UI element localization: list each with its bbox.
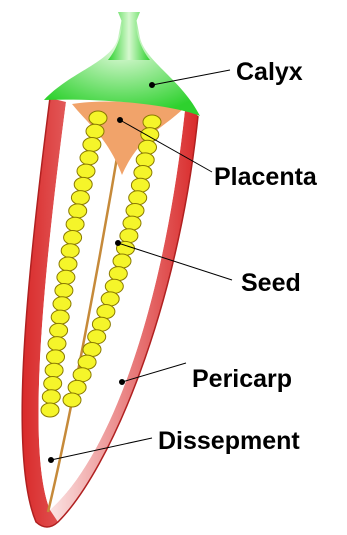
seed (109, 267, 127, 281)
seed (86, 124, 104, 138)
seed (129, 191, 147, 205)
seed (44, 377, 62, 391)
seed (47, 350, 65, 364)
seed (80, 151, 98, 165)
seed (63, 393, 81, 407)
seed (113, 254, 131, 268)
seed (74, 177, 92, 191)
seed (77, 164, 95, 178)
seed (53, 297, 71, 311)
pericarp-label: Pericarp (192, 367, 292, 392)
seed (51, 310, 69, 324)
dissepment-leader-dot (49, 458, 54, 463)
seed (66, 217, 84, 231)
seed (88, 330, 106, 344)
dissepment-label: Dissepment (158, 429, 300, 454)
seed (105, 279, 123, 293)
seed (68, 380, 86, 394)
seed (78, 355, 96, 369)
seed (57, 270, 75, 284)
seed (101, 292, 119, 306)
seed (69, 204, 87, 218)
seed (123, 216, 141, 230)
seed (42, 390, 60, 404)
calyx-leader-dot (150, 83, 155, 88)
seed (83, 343, 101, 357)
seed (143, 115, 161, 129)
pericarp-leader-dot (120, 380, 125, 385)
seed (50, 323, 68, 337)
placenta-leader-dot (118, 118, 123, 123)
seed (48, 337, 66, 351)
seed (134, 166, 152, 180)
seed (59, 257, 77, 271)
seed (92, 317, 110, 331)
seed (83, 138, 101, 152)
seed (136, 153, 154, 167)
placenta-label: Placenta (214, 165, 317, 190)
seed (64, 231, 82, 245)
seed (55, 284, 73, 298)
seed (61, 244, 79, 258)
seed (141, 128, 159, 142)
calyx-stem (108, 12, 150, 60)
seed (126, 204, 144, 218)
seed (89, 111, 107, 125)
seed (139, 140, 157, 154)
seed (73, 368, 91, 382)
seed (71, 191, 89, 205)
seed-leader-dot (116, 241, 121, 246)
seed-label: Seed (241, 271, 301, 296)
calyx-label: Calyx (236, 60, 303, 85)
seed (97, 305, 115, 319)
seed (41, 403, 59, 417)
seed (120, 229, 138, 243)
seed (131, 178, 149, 192)
seed (45, 363, 63, 377)
